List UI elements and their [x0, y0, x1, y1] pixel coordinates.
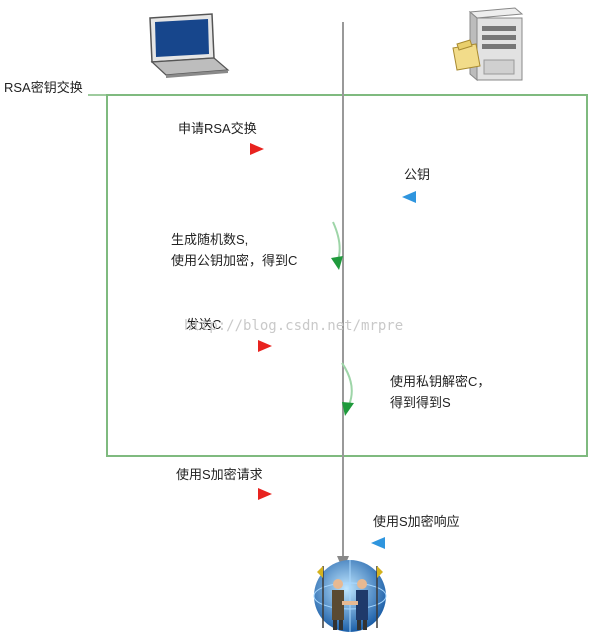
watermark: http://blog.csdn.net/mrpre: [184, 318, 404, 334]
handshake-icon: [313, 560, 387, 632]
step-enc-response: 使用S加密响应: [373, 514, 460, 529]
step-public-key: 公钥: [404, 167, 431, 182]
step-enc-request: 使用S加密请求: [176, 467, 263, 482]
step-request-rsa: 申请RSA交换: [178, 121, 257, 136]
frame-label: RSA密钥交换: [4, 80, 83, 95]
server-icon: [452, 7, 524, 82]
arrow-enc-response: [371, 537, 474, 549]
arrow-public-key: [402, 191, 508, 203]
step-decrypt: 使用私钥解密C， 得到得到S: [390, 374, 491, 410]
laptop-icon: [149, 13, 230, 78]
arrow-request-rsa: [169, 143, 264, 155]
arrow-enc-request: [177, 488, 272, 500]
step-send-c: 发送C: [186, 317, 222, 332]
rsa-exchange-frame: [106, 94, 588, 457]
process-arrow-server: [341, 362, 354, 416]
step-generate-encrypt: 生成随机数S, 使用公钥加密，得到C: [171, 232, 298, 268]
arrow-send-c: [177, 340, 272, 352]
process-arrow-client: [331, 221, 343, 270]
